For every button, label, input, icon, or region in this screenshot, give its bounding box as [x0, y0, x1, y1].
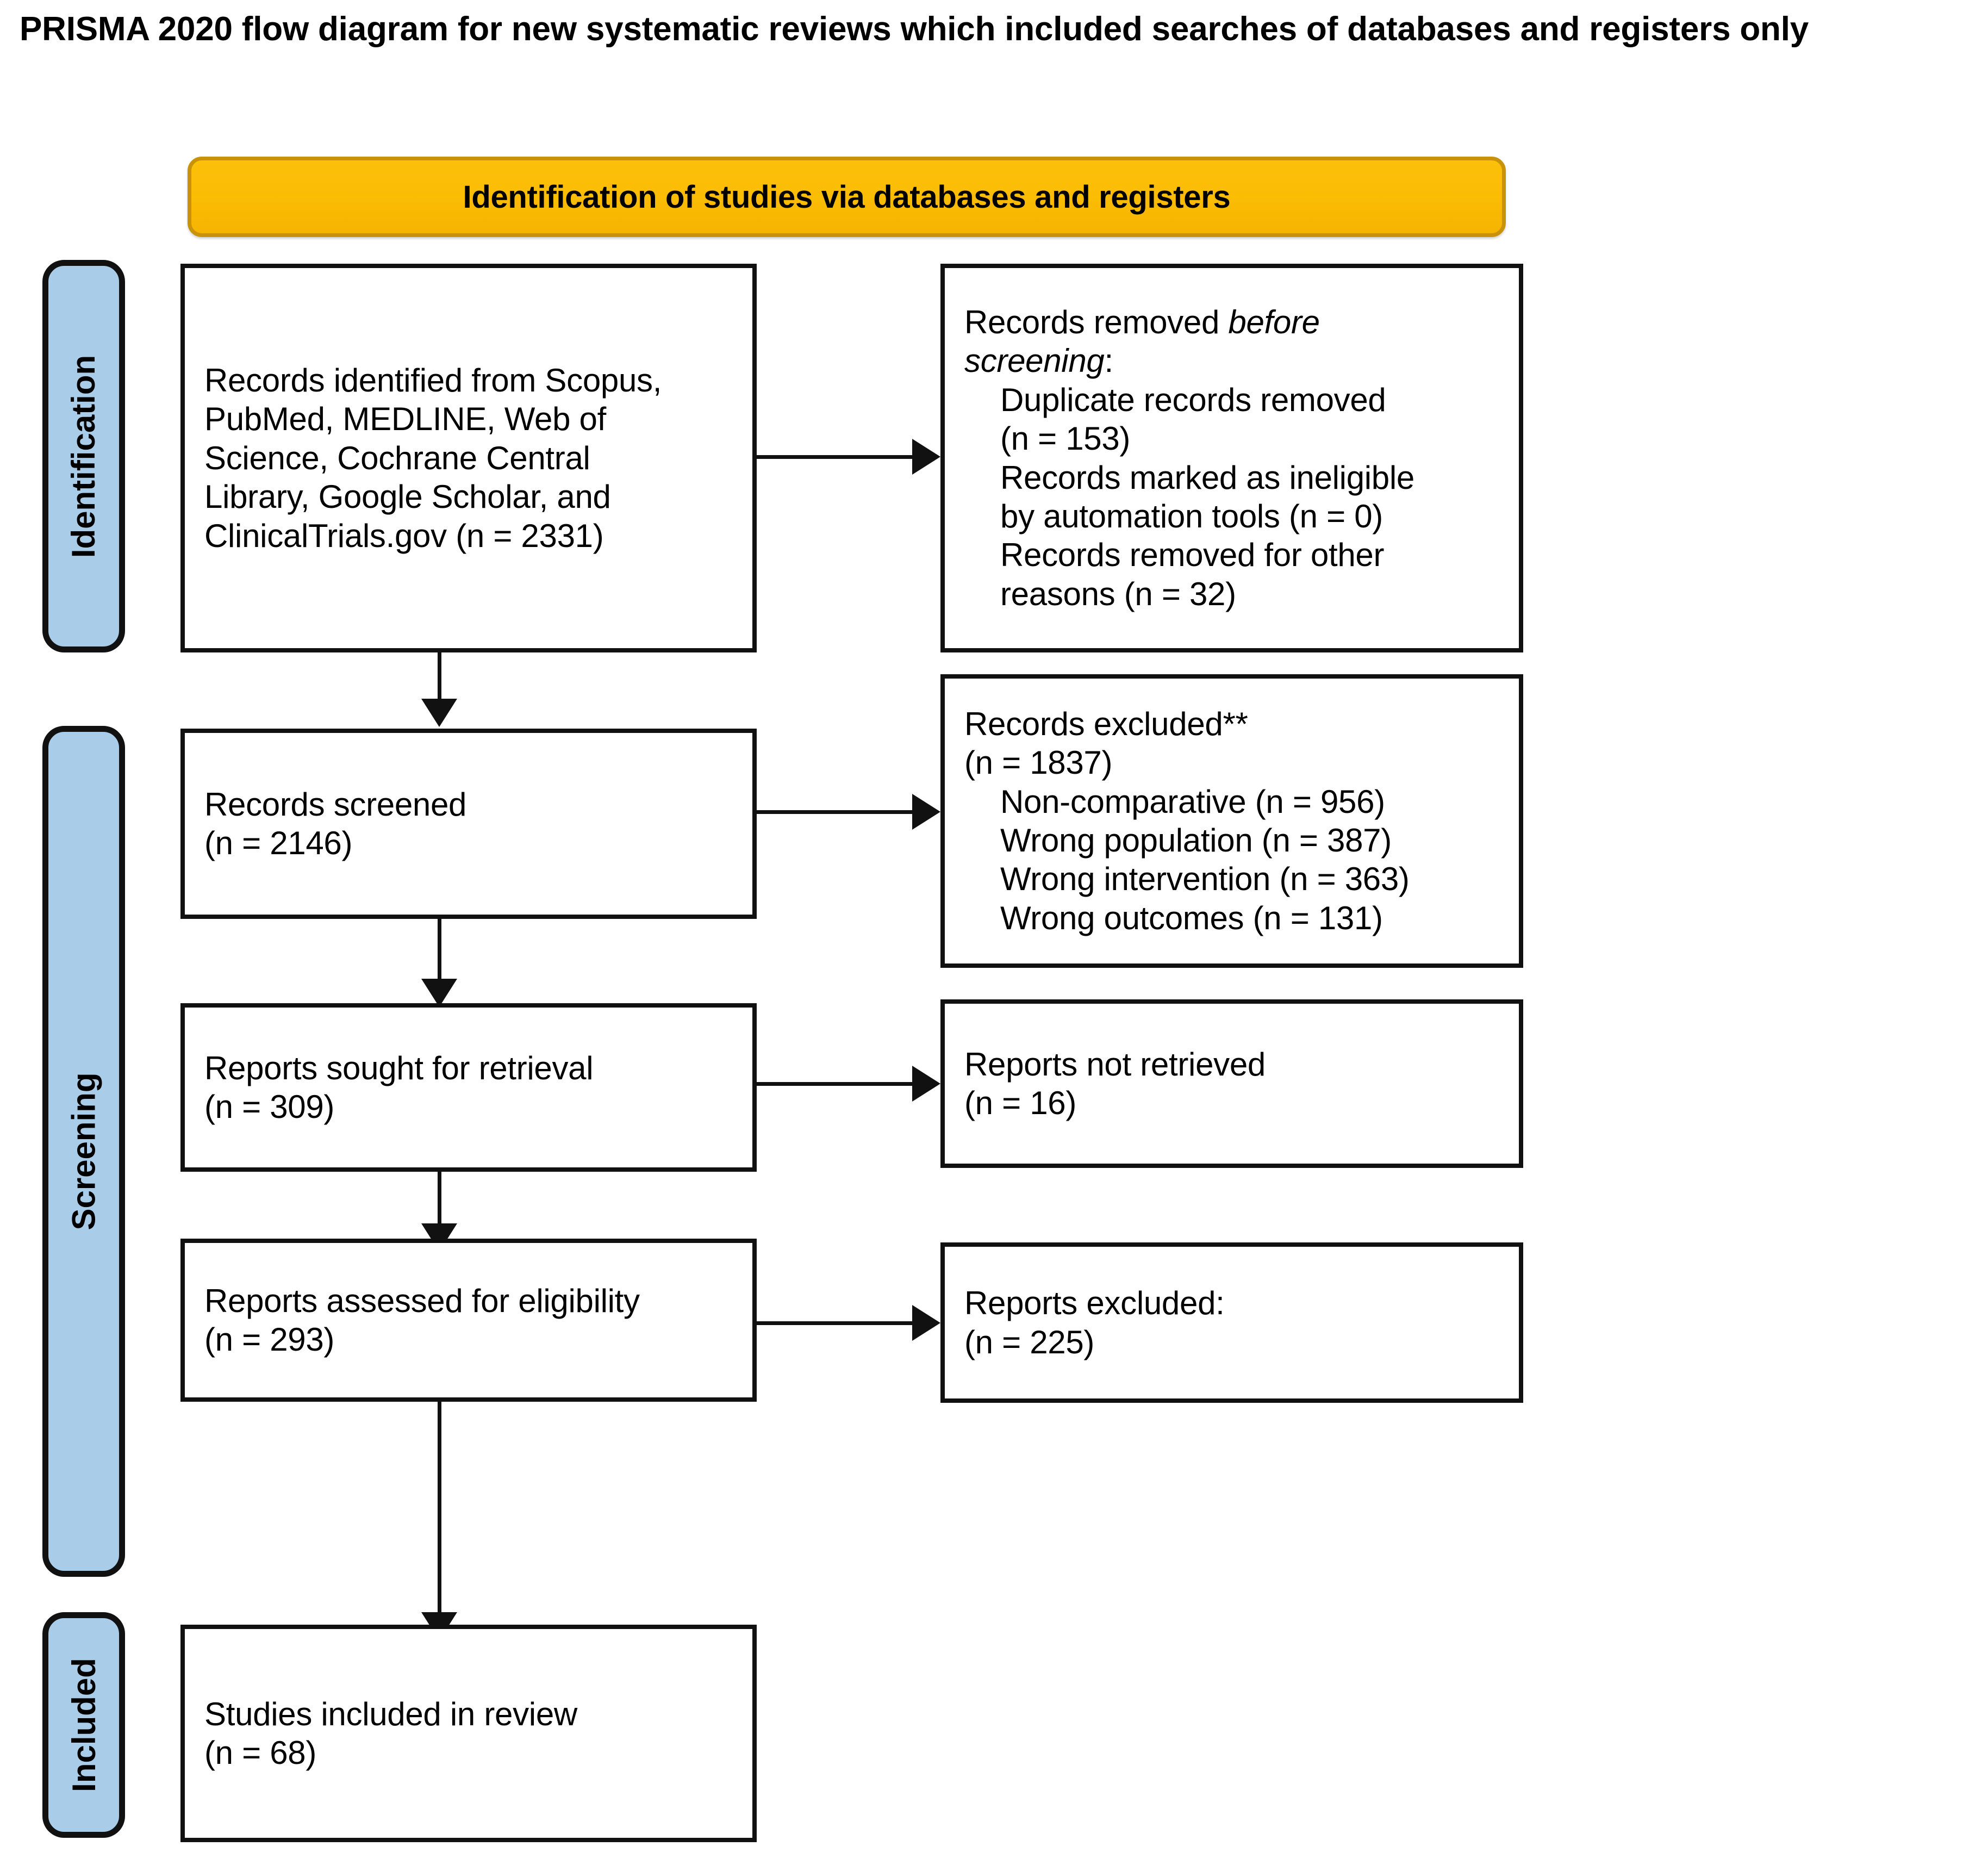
reports-excluded-line-1: Reports excluded: [964, 1285, 1225, 1322]
connector-sought-to-assessed [438, 1172, 441, 1234]
reports-excluded-line-2: (n = 225) [964, 1323, 1095, 1360]
connector-assessed-to-reports-excluded [757, 1321, 914, 1325]
phase-rail-screening: Screening [42, 726, 125, 1577]
records-excluded-reason-1: Non-comparative (n = 956) [1000, 783, 1385, 820]
arrow-identified-to-screened [421, 699, 457, 727]
page-title: PRISMA 2020 flow diagram for new systema… [20, 10, 1809, 48]
connector-screened-to-sought [438, 919, 441, 981]
connector-screened-to-excluded [757, 810, 914, 814]
records-removed-heading-prefix: Records removed [964, 303, 1229, 340]
arrow-sought-to-not-retrieved [912, 1066, 940, 1102]
records-screened-line-1: Records screened [204, 786, 467, 823]
records-identified-line-4: Library, Google Scholar, and [204, 478, 611, 515]
records-screened-line-2: (n = 2146) [204, 825, 353, 861]
reports-sought-for-retrieval-box: Reports sought for retrieval (n = 309) [180, 1003, 757, 1172]
arrow-screened-to-excluded [912, 794, 940, 830]
studies-included-in-review-box: Studies included in review (n = 68) [180, 1625, 757, 1842]
records-removed-line-1: Duplicate records removed [1000, 381, 1386, 418]
connector-identified-to-screened [438, 652, 441, 701]
records-removed-heading-line-1: Records removed before [964, 303, 1499, 341]
reports-not-retrieved-line-2: (n = 16) [964, 1085, 1077, 1121]
records-excluded-reason-4: Wrong outcomes (n = 131) [1000, 899, 1383, 936]
phase-rail-included: Included [42, 1612, 125, 1838]
records-removed-line-2: (n = 153) [1000, 420, 1131, 457]
records-removed-heading-italic: before [1228, 303, 1320, 340]
records-identified-line-2: PubMed, MEDLINE, Web of [204, 401, 606, 438]
phase-rail-screening-label: Screening [65, 1072, 102, 1230]
records-excluded-box: Records excluded** (n = 1837) Non-compar… [940, 674, 1523, 968]
records-removed-line-3: Records marked as ineligible [1000, 459, 1414, 496]
reports-assessed-line-1: Reports assessed for eligibility [204, 1282, 640, 1319]
records-excluded-line-1: Records excluded** [964, 705, 1248, 742]
reports-sought-line-2: (n = 309) [204, 1089, 335, 1125]
records-removed-heading-suffix: : [1104, 343, 1113, 380]
reports-not-retrieved-box: Reports not retrieved (n = 16) [940, 999, 1523, 1168]
reports-excluded-box: Reports excluded: (n = 225) [940, 1242, 1523, 1403]
connector-sought-to-not-retrieved [757, 1082, 914, 1086]
arrow-identified-to-removed [912, 439, 940, 475]
phase-rail-included-label: Included [65, 1658, 102, 1792]
records-screened-box: Records screened (n = 2146) [180, 729, 757, 919]
records-identified-line-3: Science, Cochrane Central [204, 439, 590, 476]
reports-assessed-line-2: (n = 293) [204, 1321, 335, 1358]
records-excluded-reason-2: Wrong population (n = 387) [1000, 822, 1392, 859]
studies-included-line-1: Studies included in review [204, 1695, 577, 1732]
identification-stage-banner-label: Identification of studies via databases … [463, 179, 1231, 215]
reports-sought-line-1: Reports sought for retrieval [204, 1049, 594, 1086]
records-removed-heading-italic-2: screening [964, 343, 1105, 380]
phase-rail-identification-label: Identification [65, 355, 102, 558]
records-identified-line-1: Records identified from Scopus, [204, 362, 662, 399]
records-excluded-line-2: (n = 1837) [964, 744, 1113, 781]
connector-assessed-to-included [438, 1402, 441, 1622]
connector-identified-to-removed [757, 455, 914, 459]
arrow-screened-to-sought [421, 979, 457, 1007]
reports-assessed-for-eligibility-box: Reports assessed for eligibility (n = 29… [180, 1239, 757, 1402]
phase-rail-identification: Identification [42, 260, 125, 652]
records-removed-line-5: Records removed for other [1000, 537, 1385, 574]
records-removed-before-screening-box: Records removed before screening: Duplic… [940, 264, 1523, 652]
reports-not-retrieved-line-1: Reports not retrieved [964, 1046, 1266, 1083]
studies-included-line-2: (n = 68) [204, 1735, 317, 1771]
records-removed-line-6: reasons (n = 32) [1000, 575, 1236, 612]
arrow-assessed-to-reports-excluded [912, 1305, 940, 1341]
records-identified-box: Records identified from Scopus, PubMed, … [180, 264, 757, 652]
identification-stage-banner: Identification of studies via databases … [188, 157, 1506, 237]
records-identified-line-5: ClinicalTrials.gov (n = 2331) [204, 517, 604, 554]
records-excluded-reason-3: Wrong intervention (n = 363) [1000, 861, 1410, 898]
records-removed-heading-line-2: screening: [964, 341, 1499, 380]
records-removed-line-4: by automation tools (n = 0) [1000, 498, 1383, 534]
